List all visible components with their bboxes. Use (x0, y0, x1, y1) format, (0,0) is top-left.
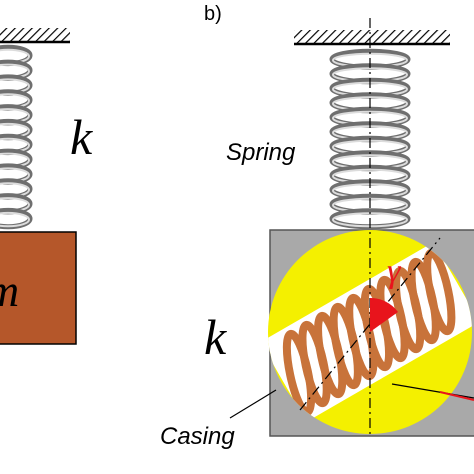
panel-b-label: b) (204, 3, 222, 25)
stiffness-label-a: k (70, 109, 93, 165)
mass-block (0, 231, 77, 345)
stiffness-label-b: k (204, 309, 227, 365)
panel-b: b) Spring γ Casing k (160, 3, 474, 450)
spring-a (0, 44, 33, 230)
spring-label: Spring (226, 139, 296, 166)
casing-leader (229, 389, 277, 419)
panel-a: m k (0, 28, 93, 345)
angle-label: γ (387, 253, 402, 290)
ceiling-support-a (0, 28, 70, 44)
spring-a-coil-highlight (0, 211, 30, 228)
casing-label: Casing (160, 423, 235, 450)
tilted-axis (299, 237, 441, 411)
ceiling-support-b (294, 30, 450, 46)
mass-label: m (0, 265, 19, 316)
copper-coil-turn (423, 248, 456, 336)
angle-wedge (370, 297, 398, 332)
pointer-line (391, 383, 474, 399)
pointer-line-red (439, 391, 474, 401)
